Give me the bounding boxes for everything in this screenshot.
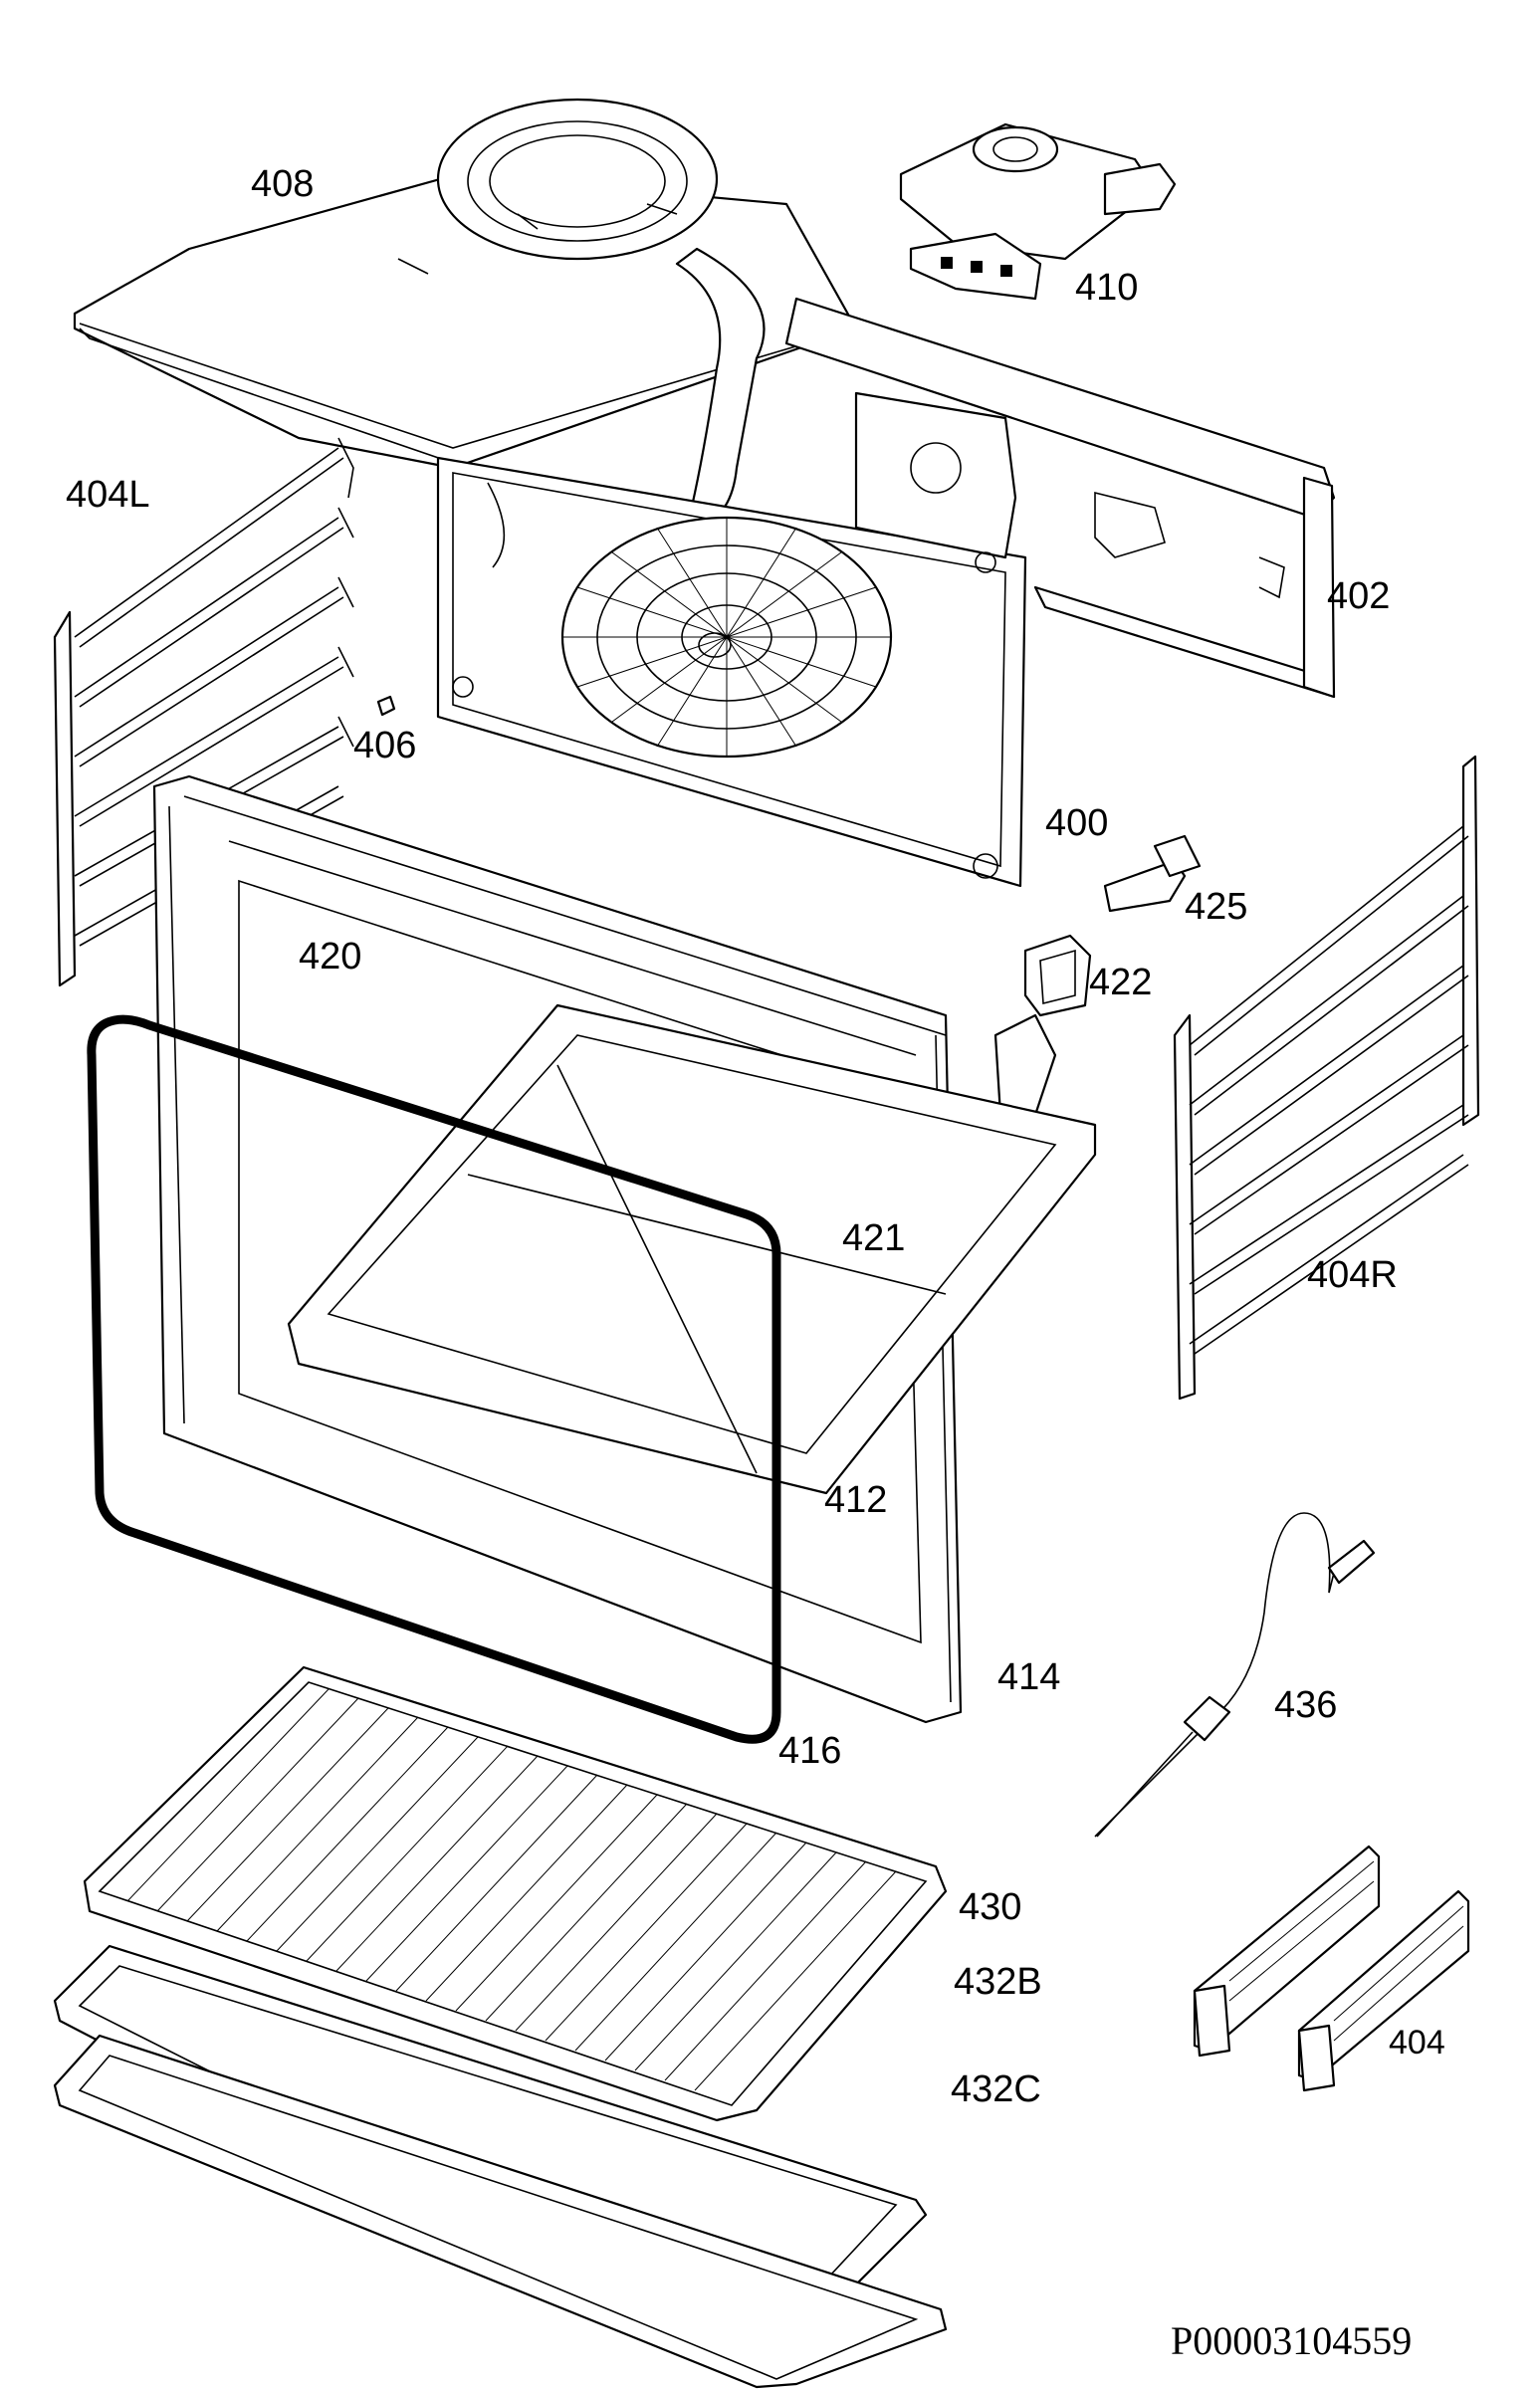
callout-404: 404 [1389, 2024, 1445, 2062]
callout-404R: 404R [1307, 1254, 1398, 1296]
callout-406: 406 [353, 725, 417, 766]
document-id: P00003104559 [1171, 2318, 1413, 2363]
part-436-probe [1094, 1512, 1376, 1838]
callout-425: 425 [1185, 886, 1248, 928]
callout-402: 402 [1327, 575, 1391, 617]
part-416-door-seal [87, 1014, 781, 1744]
callout-432C: 432C [951, 2068, 1041, 2110]
callout-404L: 404L [66, 474, 150, 516]
callout-400: 400 [1045, 802, 1109, 844]
part-412-floor-frame [287, 1003, 1097, 1495]
part-408-top-duct [73, 98, 858, 530]
callout-421: 421 [842, 1217, 906, 1259]
part-404-side-rails [1193, 1845, 1470, 2092]
callout-412: 412 [824, 1479, 888, 1521]
callout-416: 416 [778, 1730, 842, 1772]
part-432C-tray [53, 2034, 948, 2389]
part-422-clip [1023, 934, 1092, 1017]
part-406-screw [376, 695, 396, 717]
callout-432B: 432B [954, 1961, 1042, 2003]
callout-436: 436 [1274, 1684, 1338, 1726]
callout-414: 414 [997, 1656, 1061, 1698]
part-402-rail [784, 297, 1336, 699]
part-404R-right-rack [1173, 755, 1480, 1401]
part-400-back-panel [436, 391, 1027, 888]
part-430-grid [83, 1665, 948, 2122]
callout-408: 408 [251, 163, 315, 205]
callout-410: 410 [1075, 267, 1139, 309]
part-410-fan-motor [899, 122, 1177, 301]
part-425-clip [1103, 834, 1202, 913]
callout-430: 430 [959, 1886, 1022, 1928]
callout-422: 422 [1089, 962, 1153, 1003]
part-404L-left-rack [53, 437, 354, 987]
callout-420: 420 [299, 936, 362, 977]
